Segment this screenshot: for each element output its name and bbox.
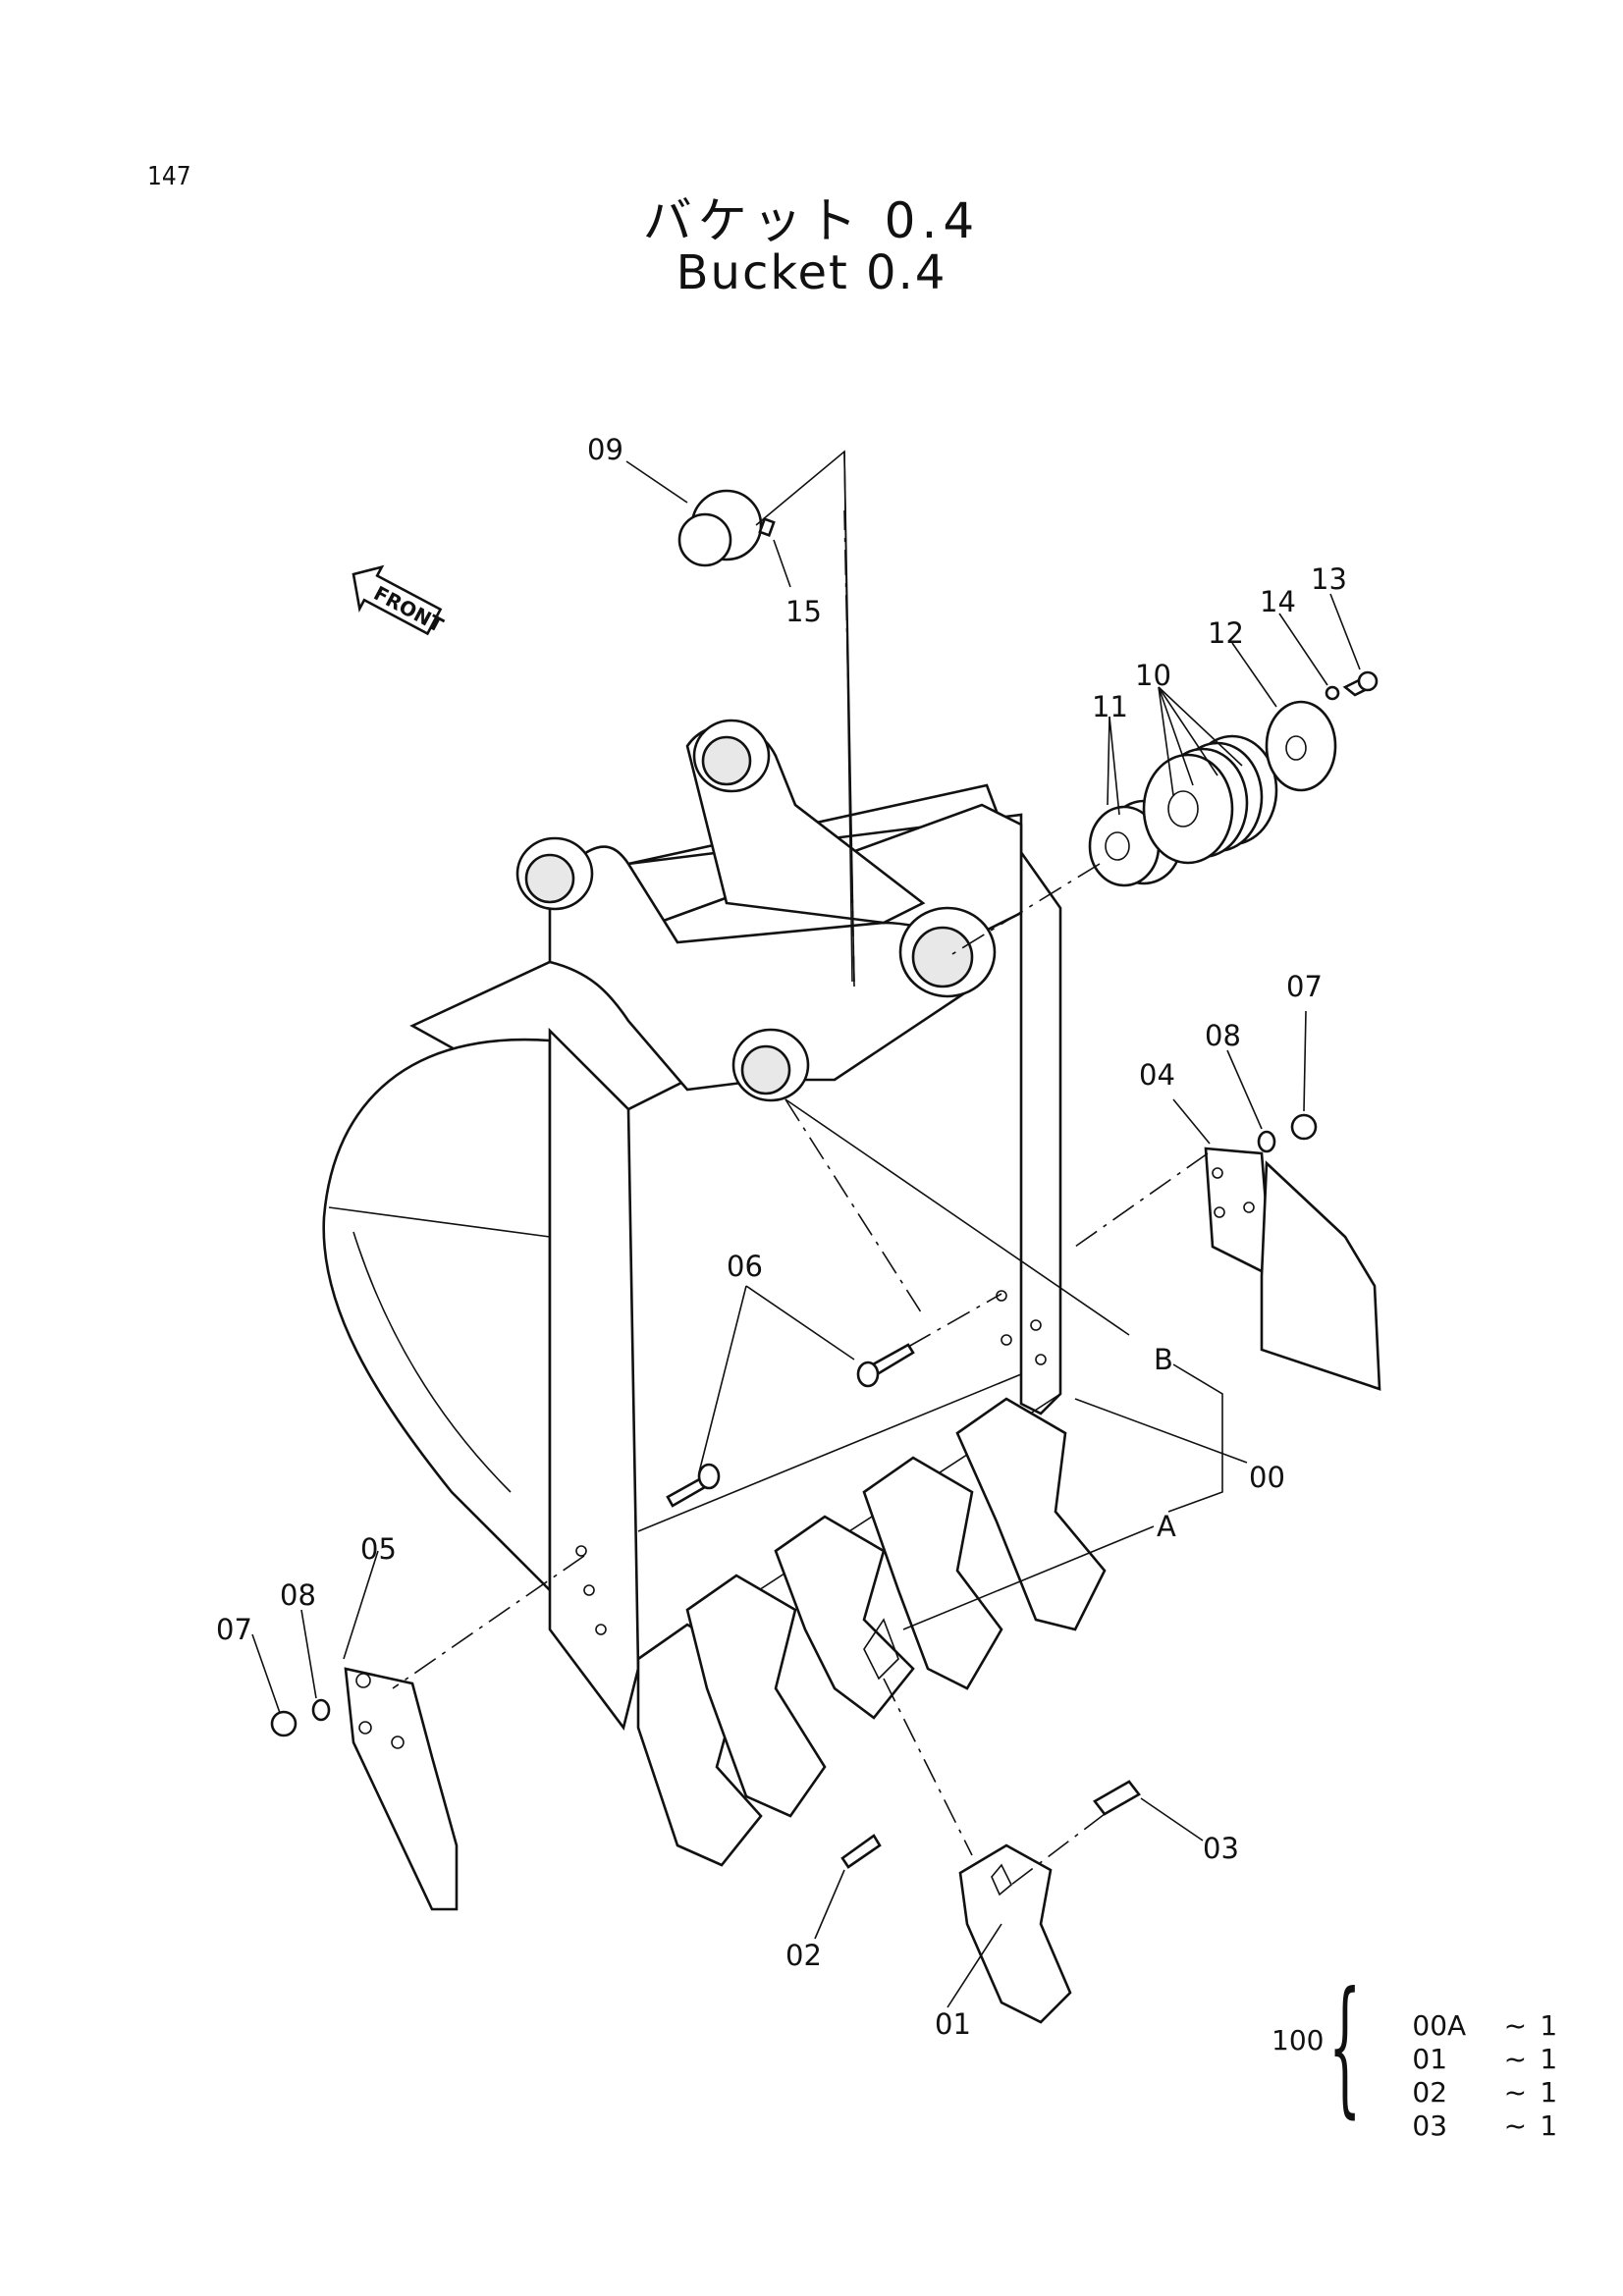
kit-code: 00A [1412, 2009, 1467, 2042]
kit-code: 03 [1412, 2109, 1448, 2142]
callout-09: 09 [587, 433, 623, 466]
leader-lines [251, 450, 1361, 2008]
part-14-washer [1325, 685, 1340, 701]
callout-01: 01 [935, 2007, 971, 2041]
part-02-lock [840, 1834, 882, 1869]
callout-00: 00 [1249, 1461, 1285, 1494]
callout-12: 12 [1208, 616, 1244, 650]
kit-rows: 00A ~1 01 ~1 02 ~1 03 ~1 [1360, 1977, 1557, 2142]
kit-number: 100 [1271, 2024, 1325, 2056]
kit-row: 03 ~1 [1360, 2077, 1557, 2142]
callout-04: 04 [1139, 1058, 1175, 1092]
part-10-shims [1142, 734, 1278, 865]
kit-row: 00A ~1 [1360, 1977, 1557, 2042]
callout-08-right: 08 [1205, 1019, 1241, 1052]
kit-sep: ~ [1503, 2076, 1528, 2109]
part-04-side-cutter [1204, 1147, 1381, 1391]
callout-06: 06 [727, 1250, 763, 1283]
front-arrow-icon: FRONT [352, 564, 448, 637]
callout-11: 11 [1092, 690, 1128, 723]
part-08-washer-left [311, 1698, 331, 1722]
part-12-plate [1265, 700, 1337, 792]
callout-13: 13 [1311, 562, 1347, 596]
part-11-shims [1088, 799, 1183, 887]
kit-row: 02 ~1 [1360, 2044, 1557, 2109]
part-01-tooth [958, 1843, 1072, 2024]
callout-05: 05 [360, 1532, 397, 1566]
callout-b: B [1154, 1343, 1173, 1376]
callout-14: 14 [1260, 585, 1296, 618]
callout-10: 10 [1135, 659, 1171, 692]
kit-row: 01 ~1 [1360, 2010, 1557, 2075]
part-13-bolt [1342, 670, 1379, 697]
kit-sep: ~ [1503, 2009, 1528, 2042]
title-english: Bucket 0.4 [676, 245, 947, 300]
bucket-teeth [636, 1397, 1107, 1867]
callout-07-right: 07 [1286, 970, 1323, 1003]
callout-labels: 09 15 11 10 12 14 13 07 08 04 06 B 00 A … [216, 433, 1347, 2041]
page-number: 147 [147, 162, 191, 191]
callout-15: 15 [785, 595, 822, 628]
callout-07-left: 07 [216, 1613, 252, 1646]
part-03-pin [1093, 1780, 1141, 1816]
kit-qty: 1 [1540, 2043, 1558, 2075]
part-07-nut-left [270, 1710, 298, 1737]
kit-code: 02 [1412, 2076, 1448, 2109]
part-05-side-cutter [344, 1667, 459, 1911]
kit-sep: ~ [1503, 2043, 1528, 2075]
kit-qty: 1 [1540, 2109, 1558, 2142]
kit-code: 01 [1412, 2043, 1448, 2075]
callout-02: 02 [785, 1939, 822, 1972]
part-15-pin [758, 517, 776, 537]
title-japanese: バケット 0.4 [642, 192, 981, 249]
part-08-washer-right [1257, 1130, 1276, 1153]
part-06-bolts [666, 1290, 1007, 1508]
callout-03: 03 [1203, 1832, 1239, 1865]
kit-qty: 1 [1540, 2009, 1558, 2042]
callout-a: A [1157, 1510, 1176, 1543]
part-09-pin [677, 489, 763, 567]
kit-qty: 1 [1540, 2076, 1558, 2109]
part-07-nut-right [1290, 1113, 1318, 1141]
kit-sep: ~ [1503, 2109, 1528, 2142]
kit-brace: { [1328, 1961, 1362, 2132]
callout-08-left: 08 [280, 1578, 316, 1612]
